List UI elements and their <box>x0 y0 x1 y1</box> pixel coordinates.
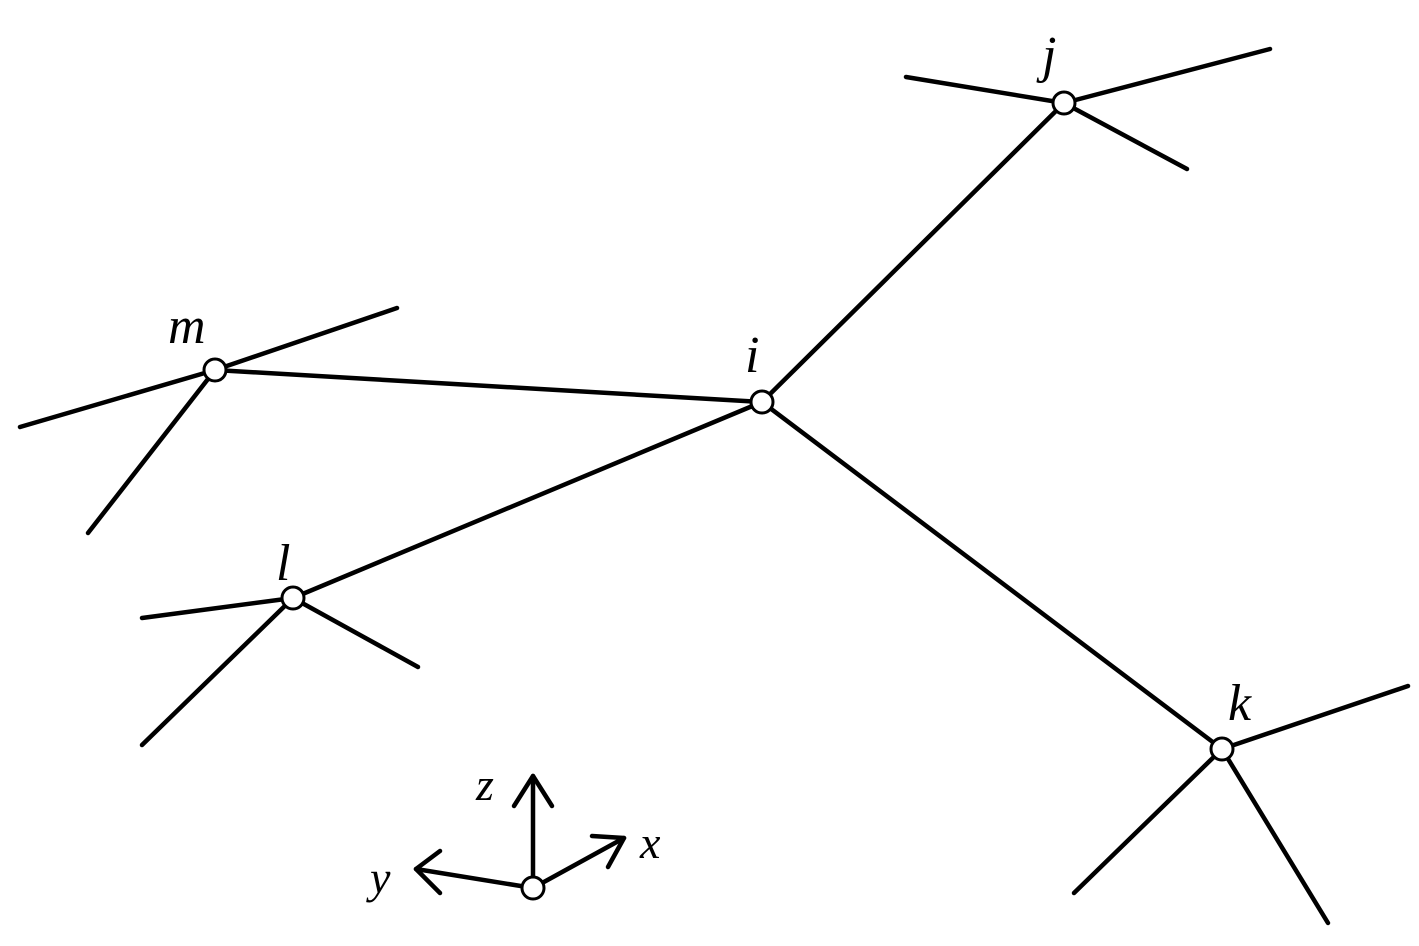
stub-l-lower-right <box>290 595 421 670</box>
axes-triad: z x y <box>366 759 661 903</box>
edge-i-k <box>759 399 1225 752</box>
stub-m-lower-left <box>85 367 218 536</box>
node-k-stubs <box>1071 683 1411 926</box>
edge-i-l <box>290 399 765 601</box>
node-k <box>1209 736 1235 762</box>
nodes <box>202 90 1235 762</box>
stub-j-upper-right <box>1061 46 1273 106</box>
stub-m-left <box>17 367 218 430</box>
y-axis <box>413 866 536 891</box>
stub-k-lower-right <box>1219 746 1331 926</box>
axes-origin <box>520 875 546 901</box>
stub-m-upper-right <box>212 305 400 373</box>
node-l <box>280 585 306 611</box>
stub-k-upper-right <box>1219 683 1411 752</box>
x-axis-label: x <box>639 817 661 868</box>
node-i <box>749 389 775 415</box>
edge-i-m <box>212 367 765 405</box>
node-label-k: k <box>1228 675 1252 732</box>
stub-l-lower-left <box>139 595 296 748</box>
node-j <box>1051 90 1077 116</box>
stub-l-left <box>139 595 296 621</box>
stub-k-lower-left <box>1071 746 1225 896</box>
node-label-m: m <box>168 298 206 355</box>
z-axis-label: z <box>475 759 494 810</box>
node-label-i: i <box>745 327 759 384</box>
stub-j-lower-right <box>1061 100 1190 172</box>
node-j-stubs <box>903 46 1273 172</box>
y-arrow-head <box>413 848 443 896</box>
node-label-j: j <box>1036 27 1056 84</box>
node-labels: i j k l m <box>168 27 1252 732</box>
edge-i-j <box>759 100 1067 405</box>
node-l-stubs <box>139 595 421 748</box>
z-arrow-head <box>511 773 555 809</box>
main-edges <box>212 100 1225 752</box>
x-arrow-head <box>589 833 627 870</box>
node-m-stubs <box>17 305 400 536</box>
x-axis <box>530 835 627 891</box>
node-m <box>202 357 228 383</box>
node-label-l: l <box>276 535 290 592</box>
y-axis-label: y <box>366 852 391 903</box>
stub-j-left <box>903 74 1067 106</box>
